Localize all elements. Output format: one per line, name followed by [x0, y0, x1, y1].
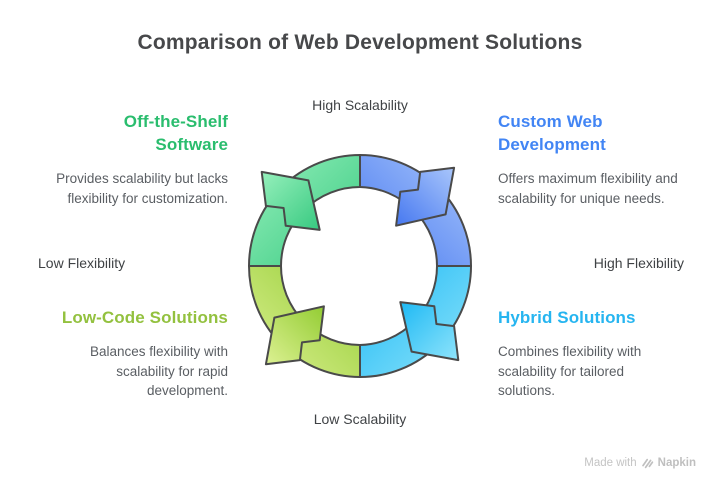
page-title: Comparison of Web Development Solutions: [137, 31, 583, 54]
arrow-head-low-code: [264, 305, 325, 366]
axis-label-low-flexibility: Low Flexibility: [38, 255, 126, 271]
arrow-head-hybrid: [399, 301, 460, 362]
watermark-text: Made with: [584, 457, 637, 469]
axis-label-low-scalability: Low Scalability: [313, 411, 407, 427]
quadrant-description: Provides scalability but lacks flexibili…: [56, 171, 228, 206]
quadrant-description: Combines flexibility with scalability fo…: [498, 344, 642, 398]
quadrant-card-hybrid: Hybrid Solutions Combines flexibility wi…: [498, 306, 700, 401]
napkin-logo-icon: [641, 458, 653, 469]
quadrant-description: Offers maximum flexibility and scalabili…: [498, 171, 678, 206]
quadrant-heading: Hybrid Solutions: [498, 308, 636, 327]
axis-label-high-scalability: High Scalability: [312, 97, 408, 113]
quadrant-card-custom-web: Custom Web Development Offers maximum fl…: [498, 110, 700, 208]
quadrant-heading: Off-the-Shelf Software: [123, 112, 228, 154]
arrow-head-custom-web: [395, 166, 456, 227]
watermark: Made with Napkin: [584, 457, 696, 469]
arc-segment-low-code: [248, 265, 361, 378]
quadrant-description: Balances flexibility with scalability fo…: [89, 344, 228, 398]
axis-label-high-flexibility: High Flexibility: [593, 255, 684, 271]
quadrant-card-off-the-shelf: Off-the-Shelf Software Provides scalabil…: [36, 110, 228, 208]
quadrant-heading: Low-Code Solutions: [61, 308, 228, 327]
quadrant-card-low-code: Low-Code Solutions Balances flexibility …: [36, 306, 228, 401]
quadrant-heading: Custom Web Development: [498, 112, 606, 154]
arrow-head-off-the-shelf: [260, 170, 321, 231]
watermark-brand: Napkin: [657, 457, 696, 469]
